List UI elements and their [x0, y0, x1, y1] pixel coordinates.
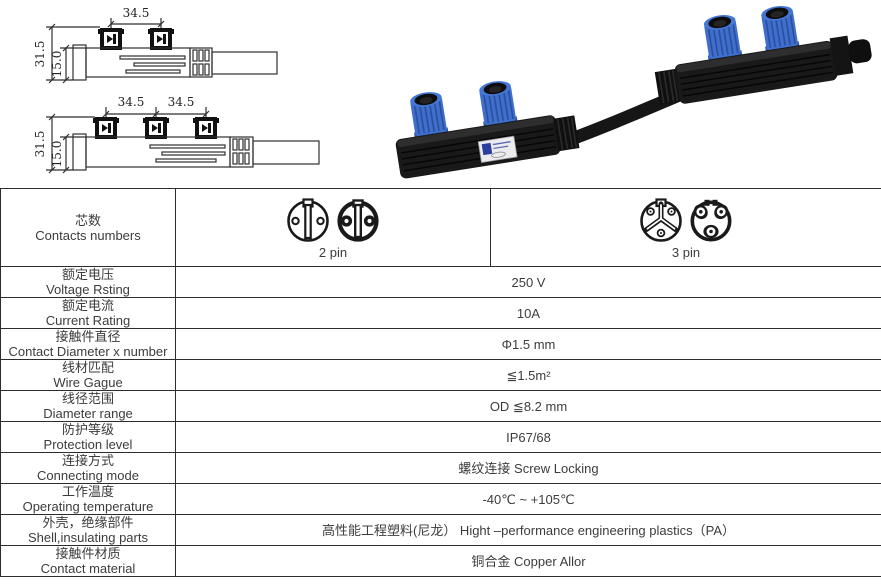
label-en: Contacts numbers: [35, 227, 141, 243]
dimension-label: 34.5: [123, 6, 150, 20]
row-connecting-mode: 连接方式 Connecting mode 螺纹连接 Screw Locking: [0, 452, 881, 484]
label-cell: 接触件材质 Contact material: [0, 545, 176, 577]
label-en: Shell,insulating parts: [28, 530, 148, 545]
label-zh: 连接方式: [61, 453, 114, 469]
label-cell: 额定电流 Current Rating: [0, 297, 176, 329]
drawing-3port-splitter: [46, 107, 320, 174]
label-cell: 线径范围 Diameter range: [0, 390, 176, 422]
label-zh: 线材匹配: [61, 360, 114, 376]
value-cell: Φ1.5 mm: [175, 328, 881, 360]
label-en: Voltage Rsting: [46, 282, 130, 297]
product-label: [477, 135, 518, 163]
row-contact-material: 接触件材质 Contact material 铜合金 Copper Allor: [0, 545, 881, 577]
label-zh: 接触件材质: [55, 546, 121, 562]
blue-cap: [761, 5, 801, 57]
value-cell: 螺纹连接 Screw Locking: [175, 452, 881, 484]
value-cell: 250 V: [175, 266, 881, 298]
technical-drawings: 34.5 31.5 15.0 34.5 34.5 31.5 15.0: [33, 6, 320, 174]
dimension-label: 15.0: [50, 51, 64, 78]
row-wire-gauge: 线材匹配 Wire Gague ≦1.5m²: [0, 359, 881, 391]
row-shell-material: 外壳，绝缘部件 Shell,insulating parts 高性能工程塑料(尼…: [0, 514, 881, 546]
blue-cap: [703, 15, 743, 66]
row-contact-diameter: 接触件直径 Contact Diameter x number Φ1.5 mm: [0, 328, 881, 360]
label-zh: 工作温度: [61, 484, 114, 500]
value-cell: 高性能工程塑料(尼龙） Hight –performance engineeri…: [175, 514, 881, 546]
label-cell: 工作温度 Operating temperature: [0, 483, 176, 515]
row-protection-level: 防护等级 Protection level IP67/68: [0, 421, 881, 453]
cell-3pin: 3 pin: [490, 188, 881, 267]
label-zh: 线径范围: [61, 391, 114, 407]
label-zh: 外壳，绝缘部件: [42, 515, 134, 531]
label-en: Contact Diameter x number: [8, 344, 168, 359]
label-zh: 接触件直径: [55, 329, 121, 345]
2pin-female-face-icon: [287, 197, 329, 242]
3pin-male-face-icon: [690, 199, 732, 242]
cell-2pin: 2 pin: [175, 188, 491, 267]
dimension-label: 31.5: [33, 41, 47, 68]
row-diameter-range: 线径范围 Diameter range OD ≦8.2 mm: [0, 390, 881, 422]
3pin-female-face-icon: [640, 197, 682, 242]
label-cell: 线材匹配 Wire Gague: [0, 359, 176, 391]
value-cell: OD ≦8.2 mm: [175, 390, 881, 422]
row-current-rating: 额定电流 Current Rating 10A: [0, 297, 881, 329]
label-zh: 额定电压: [61, 267, 114, 283]
label-en: Connecting mode: [37, 468, 139, 483]
label-en: Operating temperature: [22, 499, 154, 514]
label-en: Wire Gague: [53, 375, 123, 390]
dimension-label: 31.5: [33, 131, 47, 158]
label-zh: 芯数: [74, 212, 101, 228]
label-en: Diameter range: [43, 406, 133, 421]
spec-table: 芯数 Contacts numbers: [0, 188, 881, 577]
label-cell: 外壳，绝缘部件 Shell,insulating parts: [0, 514, 176, 546]
label-en: Contact material: [40, 561, 136, 576]
label-cell: 连接方式 Connecting mode: [0, 452, 176, 484]
label-zh: 防护等级: [61, 422, 114, 438]
drawing-2port-splitter: [46, 18, 278, 84]
blue-cap: [479, 81, 519, 132]
label-en: Protection level: [43, 437, 133, 452]
value-cell: IP67/68: [175, 421, 881, 453]
splitter-block-right: [654, 5, 872, 105]
product-photo: [395, 5, 872, 179]
value-cell: 10A: [175, 297, 881, 329]
value-cell: -40℃ ~ +105℃: [175, 483, 881, 515]
pin-count-label: 2 pin: [318, 244, 348, 260]
label-zh: 额定电流: [61, 298, 114, 314]
value-cell: ≦1.5m²: [175, 359, 881, 391]
label-en: Current Rating: [45, 313, 131, 328]
dimension-label: 15.0: [50, 141, 64, 168]
label-cell-contacts: 芯数 Contacts numbers: [0, 188, 176, 267]
dimension-label: 34.5: [168, 95, 195, 109]
row-voltage-rating: 额定电压 Voltage Rsting 250 V: [0, 266, 881, 298]
label-cell: 防护等级 Protection level: [0, 421, 176, 453]
row-operating-temperature: 工作温度 Operating temperature -40℃ ~ +105℃: [0, 483, 881, 515]
dimension-label: 34.5: [118, 95, 145, 109]
2pin-male-face-icon: [337, 198, 379, 242]
label-cell: 接触件直径 Contact Diameter x number: [0, 328, 176, 360]
row-contacts: 芯数 Contacts numbers: [0, 188, 881, 267]
value-cell: 铜合金 Copper Allor: [175, 545, 881, 577]
splitter-block-left: [395, 81, 580, 179]
label-cell: 额定电压 Voltage Rsting: [0, 266, 176, 298]
pin-count-label: 3 pin: [671, 244, 701, 260]
